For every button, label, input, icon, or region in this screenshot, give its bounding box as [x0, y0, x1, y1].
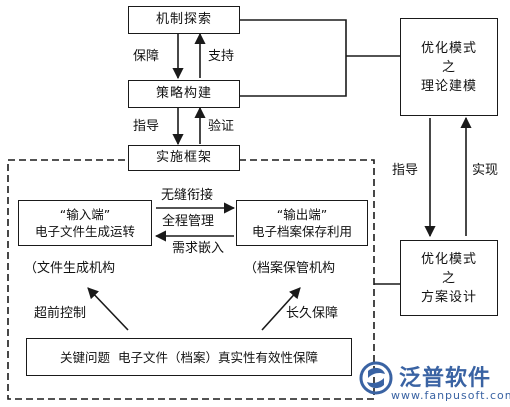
strategy-label: 策略构建 — [155, 86, 212, 101]
output-line-2: 电子档案保存利用 — [251, 224, 352, 239]
input-line-2: 电子文件生成运转 — [34, 224, 135, 239]
watermark: 泛普软件 www.fanpusoft.com — [355, 356, 510, 404]
arrow-longterm — [261, 287, 301, 331]
label-support: 支持 — [208, 49, 235, 64]
label-guide-right: 指导 — [392, 163, 419, 178]
theory-line-1: 优化模式 — [420, 40, 477, 56]
theory-box: 优化模式 之 理论建模 — [400, 18, 498, 116]
label-embed: 需求嵌入 — [172, 241, 225, 256]
watermark-url: www.fanpusoft.com — [391, 389, 510, 402]
theory-line-3: 理论建模 — [420, 78, 477, 94]
watermark-brand: 泛普软件 — [399, 366, 492, 391]
label-input-org: （文件生成机构 — [24, 261, 116, 276]
arrow-advance — [87, 287, 129, 331]
output-box: “输出端” 电子档案保存利用 — [236, 200, 368, 246]
input-line-1: “输入端” — [59, 207, 111, 222]
label-seamless: 无缝衔接 — [161, 188, 214, 203]
label-full-process: 全程管理 — [162, 214, 215, 229]
connector-mechanism-theory — [240, 19, 347, 97]
strategy-box: 策略构建 — [128, 80, 240, 108]
core-problem-box: 关键问题 电子文件（档案）真实性有效性保障 — [26, 338, 352, 376]
label-advance: 超前控制 — [34, 306, 87, 321]
framework-box: 实施框架 — [128, 145, 240, 171]
output-line-1: “输出端” — [276, 207, 328, 222]
theory-line-2: 之 — [441, 59, 456, 75]
label-longterm: 长久保障 — [286, 306, 339, 321]
label-guarantee: 保障 — [133, 49, 160, 64]
label-realize: 实现 — [472, 163, 499, 178]
input-box: “输入端” 电子文件生成运转 — [18, 200, 152, 246]
framework-label: 实施框架 — [155, 150, 212, 165]
label-guide-left: 指导 — [133, 119, 160, 134]
label-verify: 验证 — [208, 119, 235, 134]
core-problem-label: 关键问题 电子文件（档案）真实性有效性保障 — [60, 349, 318, 365]
design-line-1: 优化模式 — [420, 251, 477, 267]
design-line-3: 方案设计 — [420, 289, 477, 305]
mechanism-label: 机制探索 — [155, 12, 212, 27]
mechanism-box: 机制探索 — [128, 6, 240, 34]
label-output-org: （档案保管机构 — [244, 261, 336, 276]
design-line-2: 之 — [441, 270, 456, 286]
brand-logo-icon — [359, 361, 393, 395]
design-box: 优化模式 之 方案设计 — [400, 240, 498, 316]
